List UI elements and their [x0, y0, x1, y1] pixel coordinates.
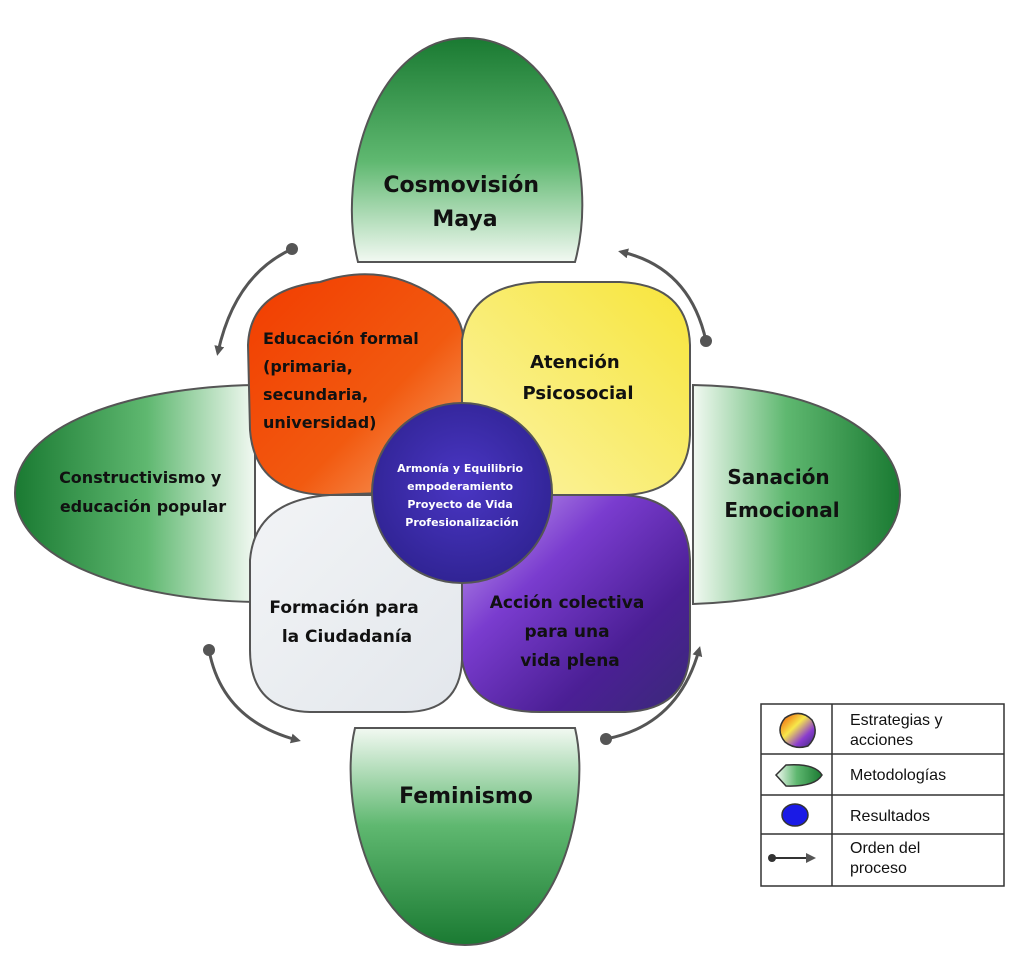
methodology-top-label: Cosmovisión Maya — [383, 173, 546, 232]
strategy-top-left-line-3: secundaria, — [263, 385, 368, 404]
legend-results-label: Resultados — [850, 808, 930, 825]
legend: Estrategias y acciones Metodologías Resu… — [760, 703, 1005, 887]
legend-results-icon — [781, 803, 809, 827]
strategy-bottom-right-line-3: vida plena — [520, 651, 620, 671]
strategy-top-right-line-2: Psicosocial — [522, 383, 633, 404]
legend-order-line-1: Orden del — [850, 840, 920, 857]
methodology-right-line-2: Emocional — [724, 498, 839, 522]
methodology-bottom-label: Feminismo — [399, 784, 533, 809]
strategy-top-left-line-2: (primaria, — [263, 357, 353, 376]
strategy-bottom-left-label: Formación para la Ciudadanía — [269, 598, 424, 647]
legend-strategies-line-2: acciones — [850, 732, 913, 749]
legend-methodologies-label: Metodologías — [850, 767, 946, 784]
strategy-top-left-line-1: Educación formal — [263, 329, 419, 348]
legend-strategies-line-1: Estrategias y — [850, 712, 942, 729]
strategy-top-right-label: Atención Psicosocial — [522, 352, 633, 404]
methodology-petal-left — [13, 383, 256, 604]
legend-order-line-2: proceso — [850, 860, 907, 877]
methodology-bottom-line-1: Feminismo — [399, 784, 533, 809]
legend-methodologies-icon — [774, 763, 823, 787]
process-arrow-top-right — [618, 248, 712, 347]
legend-order-label: Orden del proceso — [850, 840, 925, 877]
process-arrow-bottom-right — [600, 646, 703, 745]
result-line-1: Armonía y Equilibrio — [397, 462, 523, 475]
result-line-3: Proyecto de Vida — [407, 498, 512, 511]
legend-order-icon — [768, 853, 816, 863]
strategy-bottom-left-line-1: Formación para — [269, 598, 418, 618]
result-label: Armonía y Equilibrio empoderamiento Proy… — [397, 462, 527, 529]
result-circle — [371, 402, 553, 584]
strategy-bottom-right-line-2: para una — [524, 622, 609, 642]
legend-strategies-icon — [779, 712, 816, 749]
strategy-top-left-line-4: universidad) — [263, 413, 376, 432]
process-arrow-bottom-left — [203, 644, 301, 744]
methodology-petal-bottom — [349, 727, 581, 947]
methodology-left-label: Constructivismo y educación popular — [59, 468, 227, 516]
strategy-top-right-line-1: Atención — [530, 352, 620, 373]
methodology-petal-top — [350, 36, 584, 263]
result-line-4: Profesionalización — [405, 516, 518, 529]
strategy-bottom-right-line-1: Acción colectiva — [490, 593, 645, 613]
methodology-right-label: Sanación Emocional — [724, 465, 839, 522]
methodology-petal-right — [692, 383, 902, 606]
result-line-2: empoderamiento — [407, 480, 513, 493]
methodology-left-line-2: educación popular — [60, 497, 226, 516]
methodology-top-line-2: Maya — [432, 207, 497, 232]
process-arrow-top-left — [214, 243, 298, 356]
strategy-bottom-right-label: Acción colectiva para una vida plena — [490, 593, 650, 671]
strategy-bottom-left-line-2: la Ciudadanía — [282, 627, 412, 647]
legend-strategies-label: Estrategias y acciones — [850, 712, 947, 749]
methodology-left-line-1: Constructivismo y — [59, 468, 222, 487]
methodology-top-line-1: Cosmovisión — [383, 173, 539, 198]
strategy-top-left-label: Educación formal (primaria, secundaria, … — [263, 329, 424, 432]
methodology-right-line-1: Sanación — [727, 465, 829, 489]
